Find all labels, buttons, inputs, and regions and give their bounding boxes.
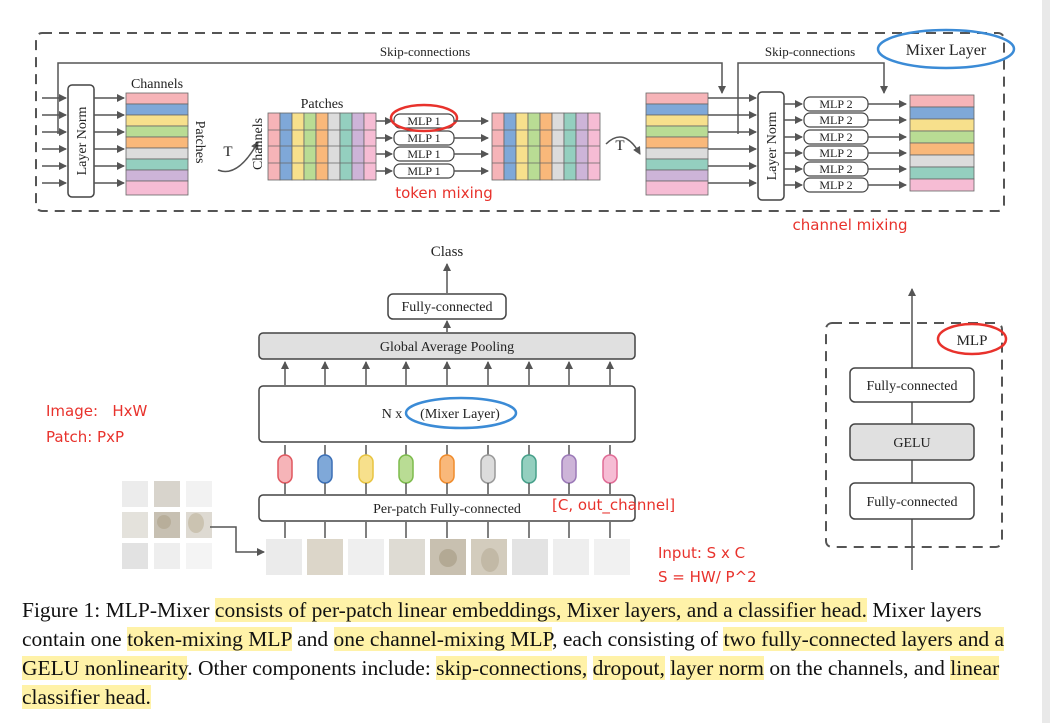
caption-text [587, 656, 592, 680]
class-label: Class [431, 244, 464, 260]
caption-text: Figure 1: MLP-Mixer [22, 598, 215, 622]
image-patch-grid [122, 481, 212, 569]
shape-note: [C, out_channel] [552, 496, 675, 515]
mixer-stack-count: N x [382, 407, 403, 422]
table4-to-ln2-arrows [708, 94, 757, 187]
mixer-stack-circle [404, 396, 518, 430]
layer-norm-1 [67, 84, 95, 198]
patch-note: Patch: PxP [46, 428, 124, 446]
mixer-layer-title-circle [876, 28, 1016, 70]
layer-norm-2 [757, 91, 785, 201]
mlp-block-frame [825, 322, 1003, 548]
channels-side-label: Channels [251, 118, 266, 170]
global-average-pooling-label: Global Average Pooling [380, 340, 514, 355]
layer-norm-2-label: Layer Norm [765, 111, 780, 180]
caption-text: , each consisting of [552, 627, 724, 651]
token-pills [277, 445, 618, 494]
mixer-stack-label: (Mixer Layer) [420, 407, 500, 422]
mlp1-highlight-circle [389, 103, 459, 133]
patches-side-label: Patches [192, 121, 207, 164]
image-to-patches-arrow [210, 526, 265, 556]
transpose-arrow-2 [605, 136, 641, 155]
table-3 [491, 112, 601, 181]
mlp-fc-bottom-label: Fully-connected [867, 495, 958, 510]
channel-mixing-note: channel mixing [793, 216, 908, 234]
skip-connection-label-1: Skip-connections [380, 44, 470, 59]
table-5 [909, 94, 975, 192]
table-1 [125, 92, 189, 196]
mlp1-label-3: MLP 1 [407, 147, 440, 161]
ln1-to-table-arrows [94, 94, 125, 187]
table-2 [267, 112, 377, 181]
per-patch-fc-label: Per-patch Fully-connected [373, 502, 521, 517]
fully-connected-head-label: Fully-connected [402, 300, 493, 315]
mlp2-label-2: MLP 2 [819, 113, 852, 127]
channels-label: Channels [131, 77, 183, 92]
patches-to-fc-lines [284, 522, 611, 538]
global-average-pooling [258, 332, 636, 360]
mlp2-label-5: MLP 2 [819, 162, 852, 176]
mlp1-arrows-in [376, 117, 393, 175]
transpose-label-1: T [223, 144, 232, 160]
image-note: Image: HxW [46, 402, 147, 420]
caption-text: . Other components include: [187, 656, 437, 680]
figure-caption: Figure 1: MLP-Mixer consists of per-patc… [22, 596, 1022, 712]
caption-highlight: token-mixing MLP [127, 627, 292, 651]
mlp-fc-top [849, 367, 975, 403]
mlp1-label-1: MLP 1 [407, 114, 440, 128]
mlp2-arrows-out [868, 100, 907, 189]
mlp2-label-1: MLP 2 [819, 97, 852, 111]
scrollbar-edge [1042, 0, 1050, 723]
mixer-layer-title: Mixer Layer [906, 42, 987, 59]
flattened-patches [266, 539, 630, 575]
mlp-title-circle [936, 322, 1008, 356]
mlp-fc-bottom [849, 482, 975, 520]
token-mixing-note: token mixing [395, 184, 493, 202]
skip-connection-label-2: Skip-connections [765, 44, 855, 59]
mixer-to-gap-arrows [281, 361, 614, 385]
caption-highlight: one channel-mixing MLP [333, 627, 553, 651]
ln2-to-mlp2-arrows [784, 100, 803, 189]
mlp2-label-6: MLP 2 [819, 178, 852, 192]
caption-highlight: skip-connections, [436, 656, 588, 680]
transpose-arrow-1 [217, 141, 259, 173]
patches-label: Patches [301, 97, 344, 112]
mlp2-label-3: MLP 2 [819, 130, 852, 144]
fully-connected-head [387, 293, 507, 320]
caption-highlight: dropout, [592, 656, 665, 680]
mlp-fc-top-label: Fully-connected [867, 379, 958, 394]
caption-highlight: consists of per-patch linear embeddings,… [214, 598, 868, 622]
mlp1-label-4: MLP 1 [407, 164, 440, 178]
caption-text: on the channels, and [764, 656, 951, 680]
mlp-mixer-diagram: Skip-connections Skip-connections Mixer … [35, 28, 1016, 586]
caption-highlight: layer norm [670, 656, 764, 680]
mixer-layer-frame [35, 32, 1005, 212]
mlp1-boxes [393, 113, 455, 179]
mlp1-arrows-out [454, 117, 489, 175]
mixer-stack [258, 385, 636, 443]
mlp-gelu-label: GELU [893, 436, 930, 451]
caption-text: Mixer layers contain one [22, 598, 982, 651]
per-patch-fc [258, 494, 636, 522]
transpose-label-2: T [615, 138, 624, 154]
mlp-gelu [849, 423, 975, 461]
mlp-title: MLP [957, 333, 988, 349]
input-note: Input: S x C [658, 544, 745, 562]
input-arrows [42, 94, 67, 187]
mlp1-label-2: MLP 1 [407, 131, 440, 145]
layer-norm-1-label: Layer Norm [75, 106, 90, 175]
s-note: S = HW/ P^2 [658, 568, 757, 586]
mlp2-label-4: MLP 2 [819, 146, 852, 160]
table-4 [645, 92, 709, 196]
caption-text: and [291, 627, 334, 651]
